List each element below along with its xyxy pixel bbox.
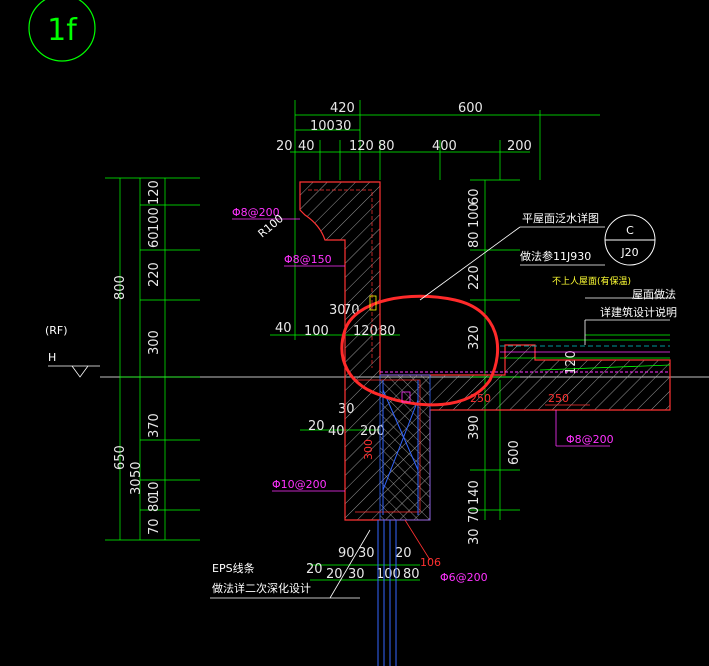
svg-text:100: 100 <box>304 324 329 339</box>
pipe-lines <box>377 380 419 666</box>
svg-text:80: 80 <box>467 231 482 248</box>
svg-text:600: 600 <box>458 101 483 116</box>
svg-text:250: 250 <box>548 392 569 405</box>
marker <box>369 295 377 311</box>
red-dimensions: 250 250 106 300 <box>362 392 590 569</box>
svg-text:420: 420 <box>330 101 355 116</box>
svg-text:Φ8@200: Φ8@200 <box>566 433 614 446</box>
svg-text:370: 370 <box>147 413 162 438</box>
svg-text:10: 10 <box>147 481 162 498</box>
marker <box>401 391 411 403</box>
svg-text:80: 80 <box>379 324 396 339</box>
svg-text:600: 600 <box>507 440 522 465</box>
svg-text:80: 80 <box>403 567 420 582</box>
svg-text:100: 100 <box>467 203 482 228</box>
svg-text:Φ8@200: Φ8@200 <box>232 206 280 219</box>
svg-text:30: 30 <box>329 303 346 318</box>
svg-text:C: C <box>626 224 634 237</box>
svg-text:20: 20 <box>395 546 412 561</box>
svg-text:20: 20 <box>276 139 293 154</box>
svg-text:300: 300 <box>147 330 162 355</box>
svg-text:50: 50 <box>129 461 144 478</box>
svg-text:800: 800 <box>113 275 128 300</box>
svg-text:220: 220 <box>147 262 162 287</box>
svg-text:30: 30 <box>348 567 365 582</box>
svg-text:30: 30 <box>129 478 144 495</box>
svg-text:20: 20 <box>308 419 325 434</box>
svg-text:40: 40 <box>328 424 345 439</box>
svg-text:30: 30 <box>358 546 375 561</box>
svg-text:10030: 10030 <box>310 119 351 134</box>
svg-text:120: 120 <box>147 180 162 205</box>
svg-text:(RF): (RF) <box>45 324 68 337</box>
callout-reference: 做法参11J930 <box>520 249 591 263</box>
level-mark: (RF) H <box>45 324 100 378</box>
svg-text:20: 20 <box>306 562 323 577</box>
svg-text:40: 40 <box>275 321 292 336</box>
svg-text:70: 70 <box>467 506 482 523</box>
svg-text:70: 70 <box>147 518 162 535</box>
detail-number-symbol: 1f <box>28 0 96 62</box>
svg-text:650: 650 <box>113 445 128 470</box>
markup-circle <box>340 294 499 407</box>
svg-text:100: 100 <box>147 207 162 232</box>
svg-text:60: 60 <box>467 188 482 205</box>
svg-text:120: 120 <box>349 139 374 154</box>
svg-text:390: 390 <box>467 415 482 440</box>
svg-text:90: 90 <box>338 546 355 561</box>
roof-ref-1: 屋面做法 <box>632 287 676 301</box>
svg-text:Φ6@200: Φ6@200 <box>440 571 488 584</box>
svg-text:400: 400 <box>432 139 457 154</box>
roof-note: 不上人屋面(有保温) <box>552 275 631 287</box>
svg-text:80: 80 <box>147 495 162 512</box>
detail-reference-symbol: C J20 <box>604 214 656 266</box>
eps-note-1: EPS线条 <box>212 561 255 575</box>
svg-text:Φ8@150: Φ8@150 <box>284 253 332 266</box>
svg-text:100: 100 <box>376 567 401 582</box>
svg-text:30: 30 <box>467 528 482 545</box>
svg-text:80: 80 <box>378 139 395 154</box>
svg-text:220: 220 <box>467 265 482 290</box>
dimension-lines <box>105 100 600 581</box>
roof-ref-2: 详建筑设计说明 <box>600 305 677 319</box>
svg-text:J20: J20 <box>620 246 638 259</box>
rebar-labels: Φ8@200 Φ8@150 Φ10@200 Φ8@200 Φ6@200 <box>232 206 614 584</box>
svg-text:320: 320 <box>467 325 482 350</box>
svg-text:200: 200 <box>507 139 532 154</box>
svg-text:140: 140 <box>467 480 482 505</box>
callout-title: 平屋面泛水详图 <box>522 211 599 225</box>
svg-text:106: 106 <box>420 556 441 569</box>
callout-leaders <box>210 226 670 599</box>
svg-text:60: 60 <box>147 231 162 248</box>
svg-text:Φ10@200: Φ10@200 <box>272 478 327 491</box>
svg-text:300: 300 <box>362 439 375 460</box>
svg-text:H: H <box>48 351 56 364</box>
svg-text:20: 20 <box>326 567 343 582</box>
svg-text:40: 40 <box>298 139 315 154</box>
eps-note-2: 做法详二次深化设计 <box>212 581 311 595</box>
detail-number-text: 1f <box>47 13 78 48</box>
svg-text:250: 250 <box>470 392 491 405</box>
